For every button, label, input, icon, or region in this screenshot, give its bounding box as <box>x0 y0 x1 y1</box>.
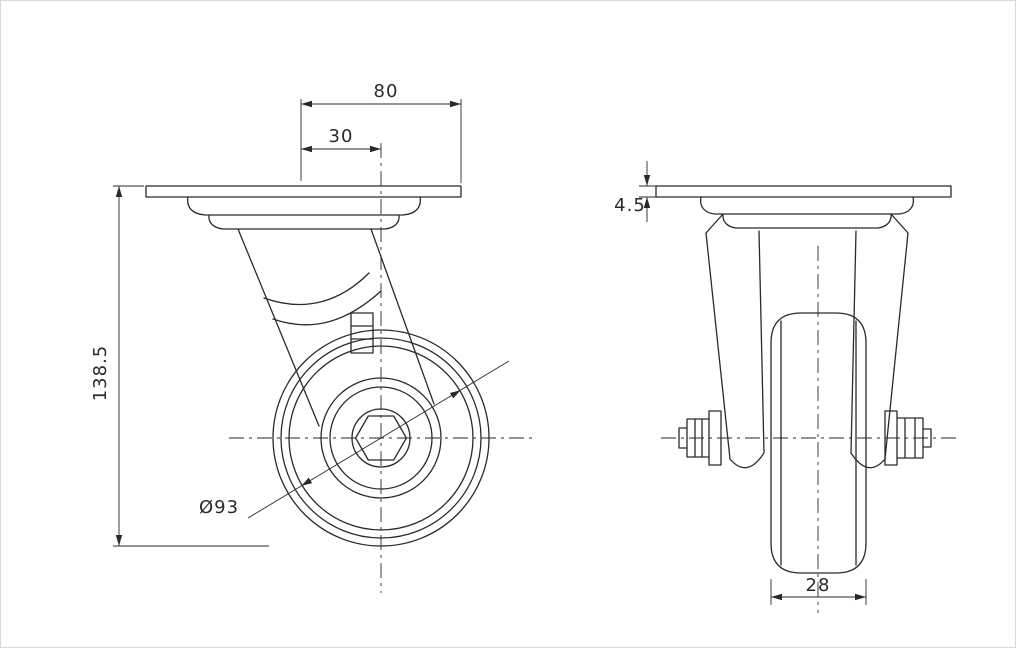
side-centerlines <box>661 246 956 613</box>
dim-wheel-diameter-label: Ø93 <box>199 497 239 518</box>
side-swivel-raceway <box>699 196 915 234</box>
side-view <box>655 185 956 613</box>
dim-plate-thickness-label: 4.5 <box>614 195 646 216</box>
front-dimensions: 80 30 138.5 Ø93 <box>90 81 510 547</box>
front-fork-stem <box>237 228 435 427</box>
dim-overall-height-label: 138.5 <box>90 345 111 402</box>
dim-wheel-width-label: 28 <box>806 575 831 596</box>
dim-plate-width-label: 80 <box>374 81 399 102</box>
front-dimension-lines <box>118 103 461 546</box>
wheel-diameter-leader <box>247 360 510 519</box>
side-dimensions: 4.5 28 <box>614 161 867 605</box>
front-view <box>145 143 536 593</box>
dim-swivel-offset-label: 30 <box>329 126 354 147</box>
side-width-extension-lines <box>770 579 867 605</box>
side-fork-legs <box>705 230 909 469</box>
side-thickness-arrows <box>643 175 651 208</box>
front-centerlines <box>229 143 536 593</box>
front-swivel-raceway <box>187 196 421 230</box>
front-extension-lines <box>113 99 462 547</box>
side-width-arrows <box>771 593 866 601</box>
front-mounting-plate <box>145 185 462 198</box>
side-wheel-profile <box>770 312 867 574</box>
side-thickness-extension-lines <box>639 161 656 222</box>
side-mounting-plate <box>655 185 952 198</box>
